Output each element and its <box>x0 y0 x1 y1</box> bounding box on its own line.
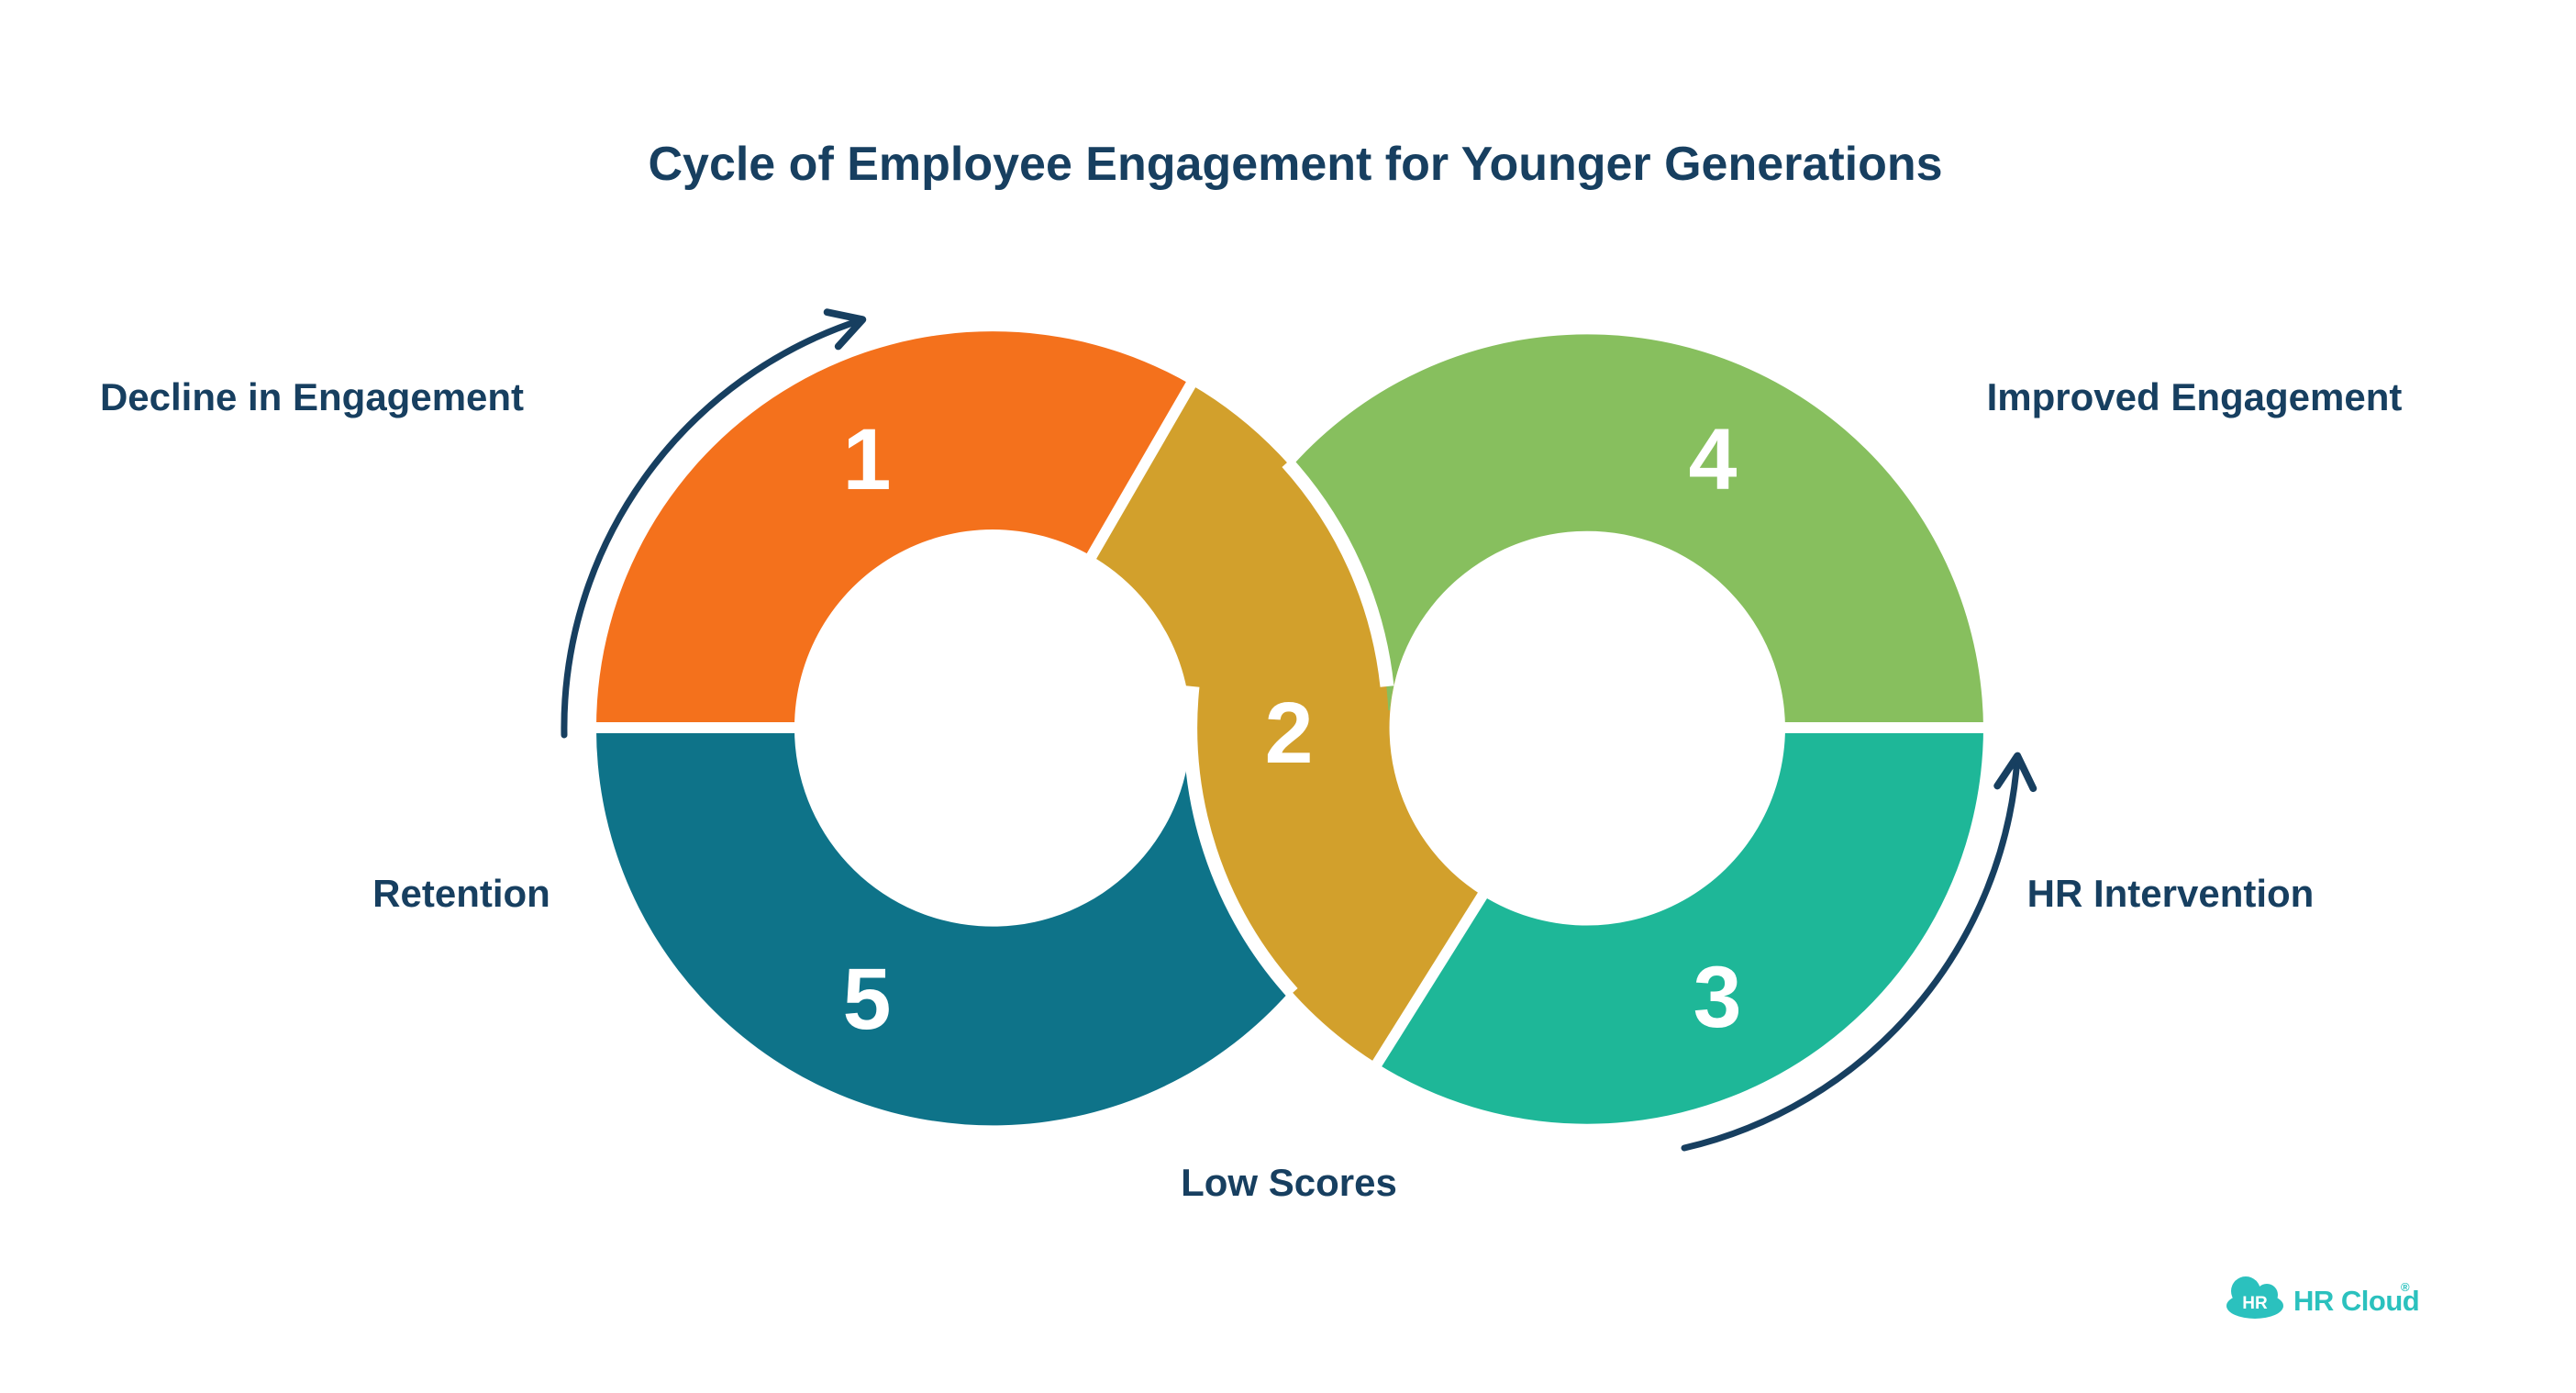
label-decline-in-engagement: Decline in Engagement <box>100 375 524 418</box>
logo-brand-text: HR Cloud <box>2293 1285 2419 1317</box>
segment-2-arc-left <box>1092 384 1389 763</box>
logo-registered-mark: ® <box>2401 1280 2410 1294</box>
label-hr-intervention: HR Intervention <box>2027 872 2315 915</box>
hr-cloud-logo: HR HR Cloud ® <box>2226 1276 2420 1319</box>
gap-bottom-crossing <box>1183 685 1298 998</box>
segment-4-number: 4 <box>1689 411 1738 508</box>
segment-5-arc <box>595 728 1385 1126</box>
cycle-arrow-top-left <box>561 308 867 739</box>
segment-5-number: 5 <box>843 951 892 1048</box>
logo-badge-text: HR <box>2242 1294 2268 1313</box>
label-retention: Retention <box>372 872 550 915</box>
segment-1-number: 1 <box>843 411 892 508</box>
segment-1-arc <box>596 331 1191 728</box>
gap-top-crossing <box>1282 457 1394 687</box>
label-low-scores: Low Scores <box>1181 1161 1397 1204</box>
divider-orange-gold <box>1083 376 1199 564</box>
divider-gold-teal <box>1369 887 1491 1072</box>
segment-4-arc <box>1193 334 1983 728</box>
segment-3-number: 3 <box>1693 949 1742 1046</box>
segment-3-arc <box>1377 728 1983 1124</box>
segment-2-number: 2 <box>1265 685 1314 782</box>
cycle-arrow-bottom-right <box>1681 752 2037 1152</box>
cloud-icon <box>2226 1276 2283 1319</box>
label-improved-engagement: Improved Engagement <box>1987 375 2403 418</box>
page-title: Cycle of Employee Engagement for Younger… <box>648 138 1942 191</box>
